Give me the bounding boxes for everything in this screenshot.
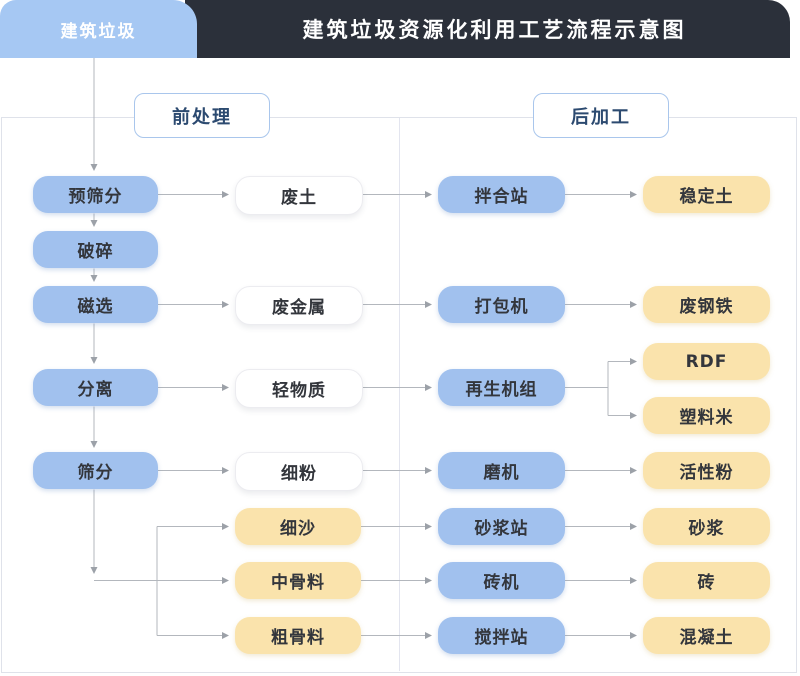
node-waste-metal: 废金属 <box>235 286 363 325</box>
node-medium-aggregate: 中骨料 <box>235 562 361 599</box>
node-concrete-mixing-plant: 搅拌站 <box>438 617 565 654</box>
node-pre-screening: 预筛分 <box>33 176 158 213</box>
node-waste-soil: 废土 <box>235 176 363 215</box>
node-crushing: 破碎 <box>33 231 158 268</box>
node-brick-machine: 砖机 <box>438 562 565 599</box>
source-tab-label: 建筑垃圾 <box>60 21 137 42</box>
node-regeneration-unit: 再生机组 <box>438 369 565 406</box>
node-fine-powder: 细粉 <box>235 452 363 491</box>
node-concrete: 混凝土 <box>643 617 770 654</box>
node-magnetic-separation: 磁选 <box>33 286 158 323</box>
source-tab-construction-waste: 建筑垃圾 <box>0 0 197 58</box>
node-coarse-aggregate: 粗骨料 <box>235 617 361 654</box>
node-stabilized-soil: 稳定土 <box>643 176 770 213</box>
node-screening: 筛分 <box>33 452 158 489</box>
node-mortar: 砂浆 <box>643 508 770 545</box>
node-mixing-plant: 拌合站 <box>438 176 565 213</box>
panel-divider <box>399 118 400 671</box>
section-label-postprocessing: 后加工 <box>533 93 669 138</box>
node-rdf: RDF <box>643 343 770 380</box>
node-light-material: 轻物质 <box>235 369 363 408</box>
node-waste-steel: 废钢铁 <box>643 286 770 323</box>
node-fine-sand: 细沙 <box>235 508 361 545</box>
page-title: 建筑垃圾资源化利用工艺流程示意图 <box>302 18 687 42</box>
node-active-powder: 活性粉 <box>643 452 770 489</box>
section-label-pretreatment: 前处理 <box>134 93 270 138</box>
node-brick: 砖 <box>643 562 770 599</box>
node-mortar-plant: 砂浆站 <box>438 508 565 545</box>
node-plastic-pellets: 塑料米 <box>643 397 770 434</box>
node-baler: 打包机 <box>438 286 565 323</box>
node-separation: 分离 <box>33 369 158 406</box>
header-bar: 建筑垃圾资源化利用工艺流程示意图 <box>185 0 790 58</box>
node-mill: 磨机 <box>438 452 565 489</box>
